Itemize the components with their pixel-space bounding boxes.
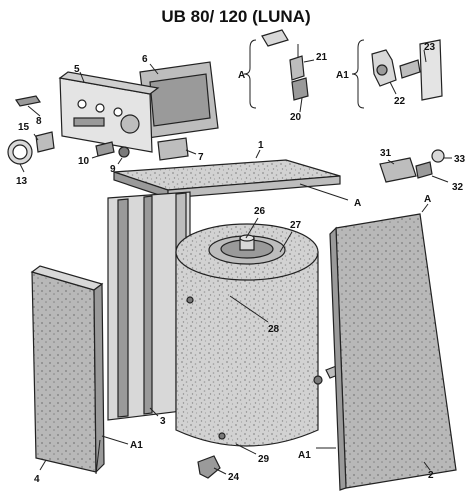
ref-a-top: A — [238, 70, 245, 81]
ref-a1-left: A1 — [130, 440, 143, 451]
callout-32: 32 — [452, 182, 464, 193]
callout-21: 21 — [316, 52, 328, 63]
diagram-title: UB 80/ 120 (LUNA) — [161, 7, 310, 26]
callout-8: 8 — [36, 116, 42, 127]
callout-10: 10 — [78, 156, 90, 167]
control-panel-assembly: 6 5 8 15 13 10 9 7 — [7, 54, 219, 187]
callout-23: 23 — [424, 42, 436, 53]
callout-24: 24 — [228, 472, 240, 483]
callout-31: 31 — [380, 148, 392, 159]
water-tank: 26 27 28 29 — [175, 206, 323, 465]
callout-20: 20 — [290, 112, 302, 123]
detail-a: A 21 20 — [238, 29, 328, 123]
sensor-assembly: 31 33 32 — [379, 148, 466, 193]
callout-6: 6 — [142, 54, 148, 65]
callout-3: 3 — [160, 416, 166, 427]
callout-2: 2 — [428, 470, 434, 481]
callout-13: 13 — [16, 176, 28, 187]
callout-22: 22 — [394, 96, 406, 107]
drain-tap: 24 — [197, 455, 240, 483]
callout-29: 29 — [258, 454, 270, 465]
callout-9: 9 — [110, 164, 116, 175]
right-side-panel: A 2 A1 — [298, 194, 457, 491]
callout-33: 33 — [454, 154, 466, 165]
ref-a1-bottom: A1 — [298, 450, 311, 461]
callout-26: 26 — [254, 206, 266, 217]
callout-27: 27 — [290, 220, 302, 231]
ref-a-lid: A — [354, 198, 361, 209]
callout-1: 1 — [258, 140, 264, 151]
callout-5: 5 — [74, 64, 80, 75]
callout-4: 4 — [34, 474, 40, 485]
detail-a1: A1 23 22 — [336, 39, 443, 109]
ref-a1-top: A1 — [336, 70, 349, 81]
callout-28: 28 — [268, 324, 280, 335]
left-side-panel: 4 A1 — [30, 265, 143, 485]
callout-7: 7 — [198, 152, 204, 163]
callout-15: 15 — [18, 122, 30, 133]
ref-a-right-panel: A — [424, 194, 431, 205]
